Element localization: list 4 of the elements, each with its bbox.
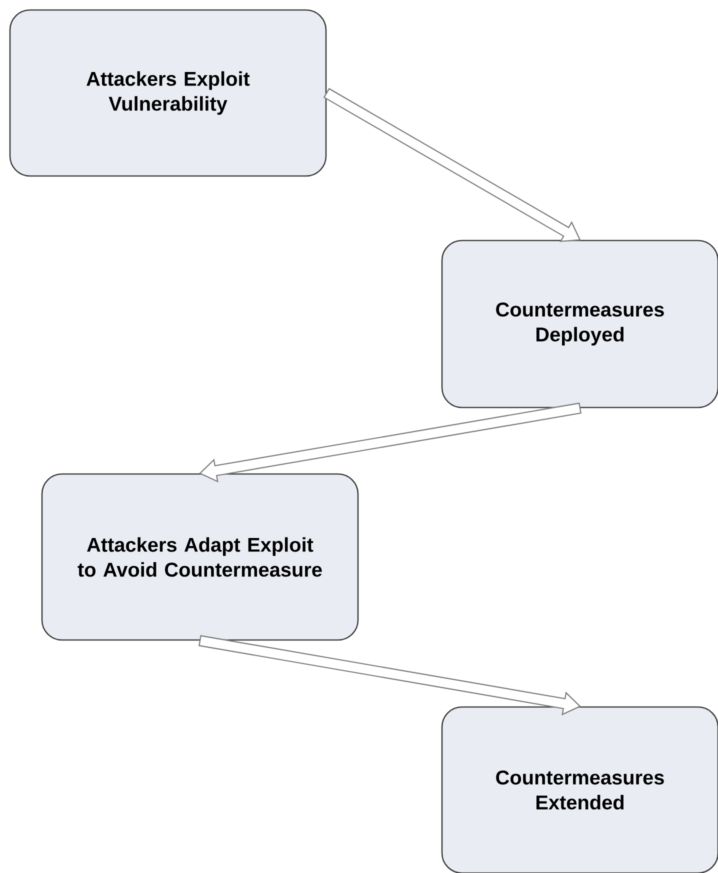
process-box: Countermeasures Extended [441,706,718,873]
process-box: Countermeasures Deployed [441,240,718,408]
process-box: Attackers Exploit Vulnerability [9,9,327,177]
process-box: Attackers Adapt Exploit to Avoid Countermeasure [41,473,359,641]
